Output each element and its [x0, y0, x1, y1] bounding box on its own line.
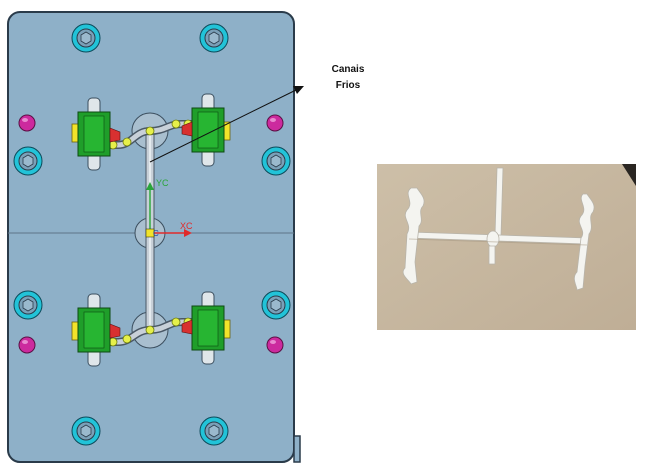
ejector-pin-icon	[18, 114, 36, 132]
mold-cavity-icon	[71, 293, 121, 367]
hex-socket-bolt-icon	[199, 23, 229, 53]
bolts	[13, 23, 291, 446]
gates	[108, 119, 193, 347]
hex-socket-bolt-icon	[199, 416, 229, 446]
mold-cavity-icon	[181, 291, 231, 365]
ejector-pin-icon	[18, 336, 36, 354]
axis-y-label: YC	[156, 178, 169, 188]
ejector-pins	[18, 114, 284, 354]
hex-socket-bolt-icon	[13, 290, 43, 320]
callout-leader-arrow	[149, 86, 304, 163]
ejector-pin-icon	[266, 114, 284, 132]
callout-line-1: Canais	[331, 64, 365, 75]
mold-cavities	[71, 93, 231, 367]
ejector-pin-icon	[266, 336, 284, 354]
molded-part-photo	[377, 164, 636, 330]
hex-socket-bolt-icon	[71, 23, 101, 53]
hex-socket-bolt-icon	[261, 146, 291, 176]
mold-cavity-icon	[181, 93, 231, 167]
coordinate-axis-icon: YC XC C	[145, 178, 193, 238]
mold-cavity-icon	[71, 97, 121, 171]
runner-bushings	[131, 112, 169, 349]
axis-z-label: C	[153, 229, 159, 238]
axis-x-label: XC	[180, 221, 193, 231]
hex-socket-bolt-icon	[13, 146, 43, 176]
callout-line-2: Frios	[335, 80, 361, 91]
hex-socket-bolt-icon	[71, 416, 101, 446]
callout-label: Canais Frios	[318, 62, 378, 94]
hex-socket-bolt-icon	[261, 290, 291, 320]
